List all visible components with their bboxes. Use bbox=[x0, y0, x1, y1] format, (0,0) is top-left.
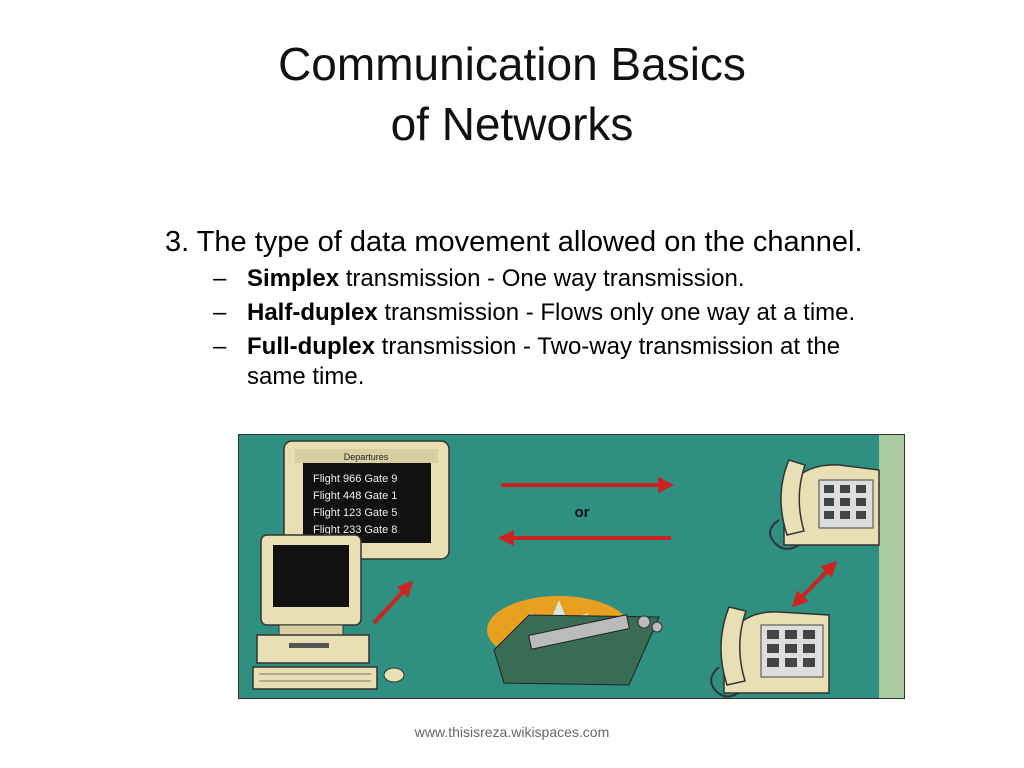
bullet-text: transmission - One way transmission. bbox=[339, 265, 745, 292]
illustration-right-edge bbox=[879, 435, 904, 698]
bullet-term: Full-duplex bbox=[247, 333, 375, 360]
board-title: Departures bbox=[344, 452, 389, 462]
arrow-double-phones bbox=[791, 560, 838, 608]
dash-marker: – bbox=[213, 299, 227, 326]
flight-line-3: Flight 123 Gate 5 bbox=[313, 507, 397, 519]
slide-body: 3. The type of data movement allowed on … bbox=[165, 224, 965, 392]
slide-title: Communication Basics of Networks bbox=[0, 34, 1024, 154]
telephone-top-icon bbox=[769, 459, 880, 550]
transmission-illustration: Departures Flight 966 Gate 9 Flight 448 … bbox=[238, 434, 905, 699]
bullet-term: Simplex bbox=[247, 265, 340, 292]
computer-icon bbox=[252, 534, 405, 690]
title-line-2: of Networks bbox=[390, 98, 634, 150]
flight-line-2: Flight 448 Gate 1 bbox=[313, 490, 397, 502]
bullet-text: transmission - Flows only one way at a t… bbox=[377, 299, 856, 326]
telegraph-icon bbox=[487, 596, 663, 686]
dash-marker: – bbox=[213, 333, 227, 360]
flight-line-1: Flight 966 Gate 9 bbox=[313, 473, 397, 485]
bullet-half-duplex: – Half-duplex transmission - Flows only … bbox=[165, 298, 897, 328]
bullet-full-duplex: – Full-duplex transmission - Two-way tra… bbox=[165, 332, 897, 392]
bullet-term: Half-duplex bbox=[247, 299, 378, 326]
telephone-bottom-icon bbox=[710, 606, 830, 698]
bullet-text: transmission - Two-way transmission at t… bbox=[247, 333, 841, 390]
or-label: or bbox=[575, 504, 590, 521]
main-point: 3. The type of data movement allowed on … bbox=[165, 226, 863, 258]
title-line-1: Communication Basics bbox=[278, 38, 746, 90]
departures-monitor: Departures Flight 966 Gate 9 Flight 448 … bbox=[283, 440, 450, 560]
bullet-simplex: – Simplex transmission - One way transmi… bbox=[165, 264, 897, 294]
footer-source: www.thisisreza.wikispaces.com bbox=[414, 724, 610, 740]
dash-marker: – bbox=[213, 265, 227, 292]
illustration-svg: Departures Flight 966 Gate 9 Flight 448 … bbox=[239, 435, 904, 698]
flight-line-4: Flight 233 Gate 8 bbox=[313, 524, 397, 536]
arrow-diagonal-computer bbox=[372, 580, 414, 625]
